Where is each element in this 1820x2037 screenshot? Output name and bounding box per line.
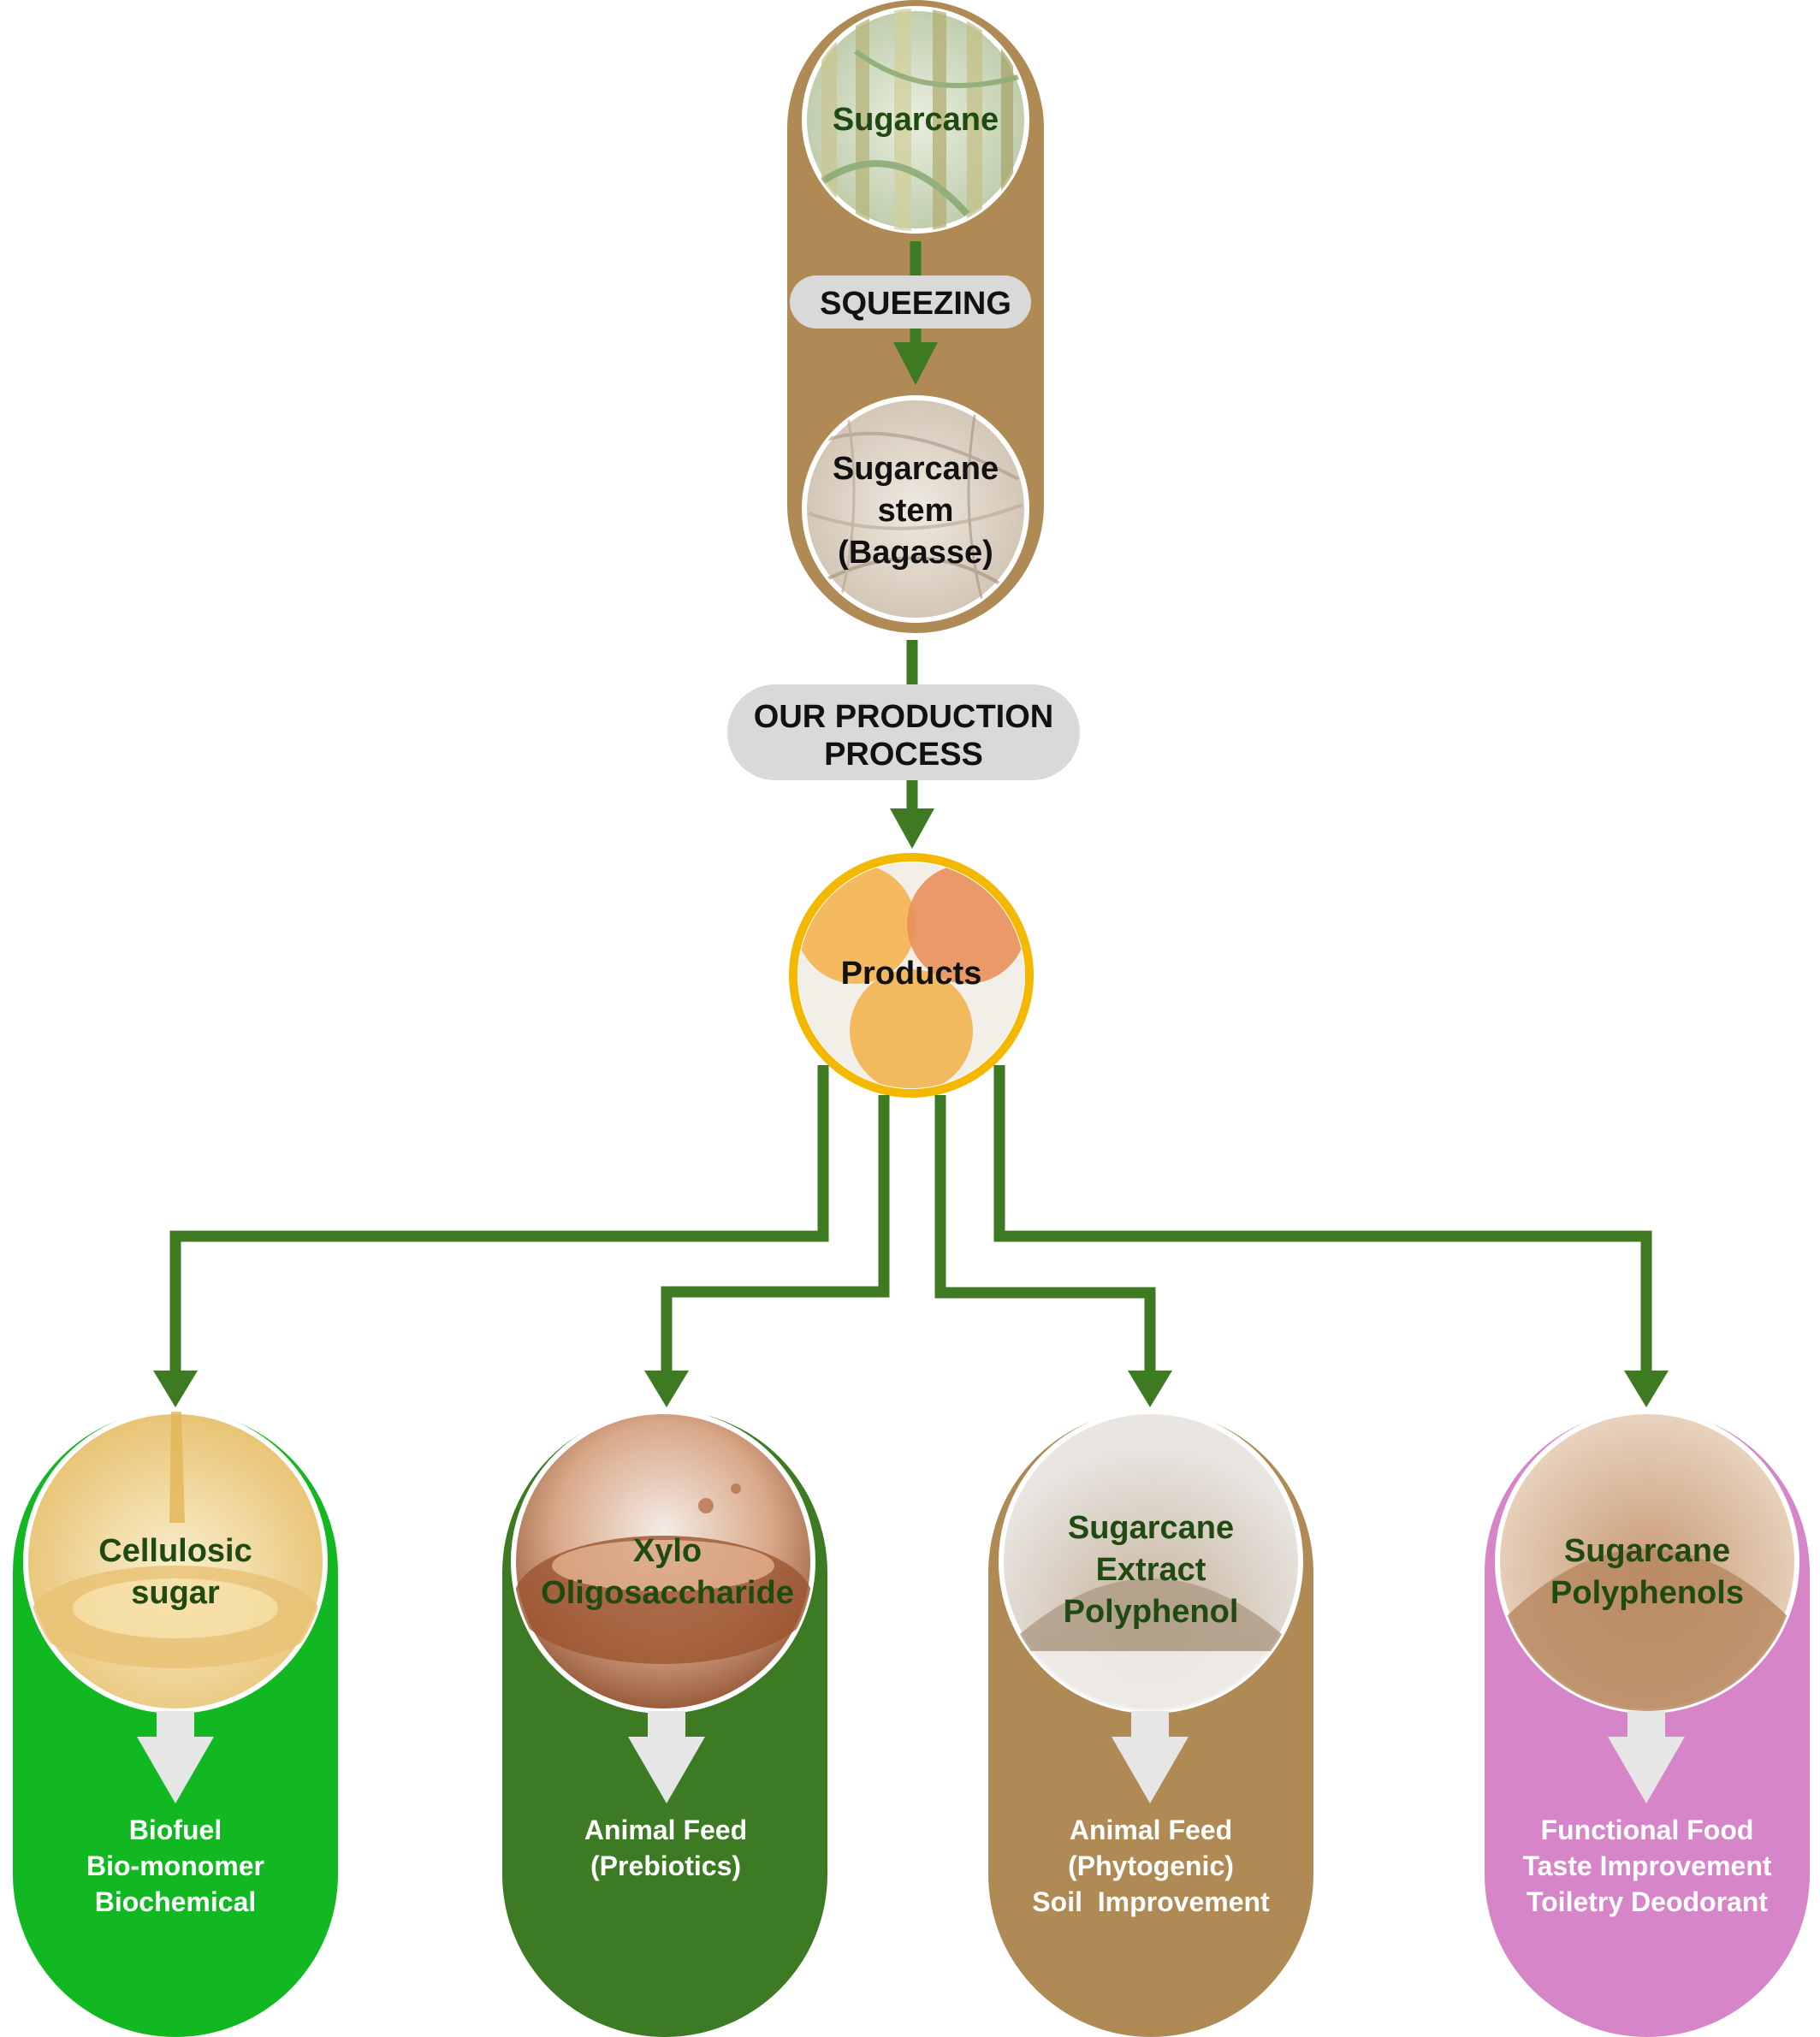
branch-title-line3: Polyphenol [1064,1594,1239,1630]
branch-title-line2: Polyphenols [1550,1575,1744,1611]
products-label: Products [841,956,982,992]
syrup-splash-photo [513,1483,813,1664]
flow-arrow-head [153,1371,198,1407]
branch-title-line1: Cellulosic [98,1533,252,1569]
connector-to-sugarcane-extract [934,1095,1156,1377]
pouring-syrup-photo [30,1412,321,1668]
down-arrow-icon [1112,1711,1189,1803]
flow-arrow-head [644,1371,689,1407]
branch-title-line1: Sugarcane [1564,1533,1730,1569]
bagasse-label-line1: Sugarcane [833,451,999,487]
branch-sugarcane-polyphenols: Sugarcane Polyphenols Functional Food Ta… [1485,1409,1810,2037]
branch-use-line3: Soil Improvement [1032,1886,1270,1917]
brown-powder-photo [1497,1548,1797,1711]
branch-use-line3: Biochemical [95,1886,257,1917]
sugarcane-photo [810,9,1019,231]
branch-use-line2: (Prebiotics) [590,1850,741,1881]
process-label-line2: PROCESS [824,737,983,773]
sugarcane-node: Sugarcane [802,6,1029,234]
branch-title-line1: Sugarcane [1068,1510,1234,1546]
branch-use-line1: Functional Food [1541,1815,1754,1845]
down-arrow-icon [137,1711,214,1803]
down-arrow-icon [1608,1711,1685,1803]
connector-to-xylo-oligosaccharide [661,1095,890,1377]
bagasse-label-line3: (Bagasse) [838,535,993,571]
bagasse-node: Sugarcane stem (Bagasse) [802,395,1029,623]
branch-title-line2: sugar [131,1575,220,1611]
flow-arrow-head [893,342,938,385]
branch-xylo-oligosaccharide: Xylo Oligosaccharide Animal Feed (Prebio… [502,1409,827,2037]
branch-use-line1: Biofuel [129,1815,222,1845]
branch-use-line3: Toiletry Deodorant [1527,1886,1768,1917]
branch-connectors [169,1065,1652,1377]
branch-use-line1: Animal Feed [1070,1815,1232,1845]
bagasse-label-line2: stem [878,493,954,529]
branch-title-line1: Xylo [633,1533,702,1569]
connector-to-cellulosic-sugar [169,1065,829,1377]
branch-use-line2: Bio-monomer [86,1850,264,1881]
branch-sugarcane-extract-polyphenol: Sugarcane Extract Polyphenol Animal Feed… [988,1409,1313,2037]
production-process-step: OUR PRODUCTION PROCESS [727,684,1080,780]
squeezing-step: SQUEEZING [790,275,1031,329]
branch-use-line2: Taste Improvement [1522,1850,1771,1881]
branch-cellulosic-sugar: Cellulosic sugar Biofuel Bio-monomer Bio… [13,1409,338,2037]
branch-title-line2: Oligosaccharide [541,1575,794,1611]
squeezing-label: SQUEEZING [820,286,1011,322]
flow-arrow-head [1128,1371,1172,1407]
branch-use-line2: (Phytogenic) [1068,1850,1234,1881]
sugarcane-label: Sugarcane [833,102,999,138]
products-node: Products [789,853,1034,1098]
connector-to-sugarcane-polyphenols [993,1065,1652,1377]
bagasse-fibre-photo [808,410,1023,608]
down-arrow-icon [628,1711,705,1803]
branch-title-line2: Extract [1096,1552,1206,1588]
flow-arrow-head [890,808,934,849]
process-label-line1: OUR PRODUCTION [754,699,1053,735]
branch-use-line1: Animal Feed [584,1815,747,1845]
flow-arrow-head [1624,1371,1669,1407]
